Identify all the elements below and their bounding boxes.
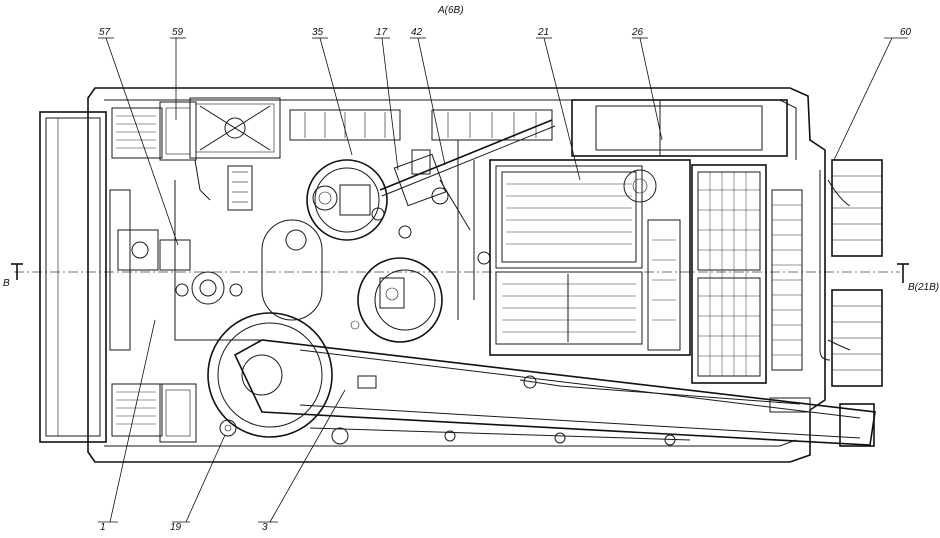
callout-1: 1 [98, 319, 156, 533]
rear-stowage-box [571, 99, 788, 157]
callout-26: 26 [631, 27, 663, 141]
section-mark-right: В(21В) [897, 263, 939, 293]
gunner-hatch [350, 257, 443, 343]
callout-17: 17 [374, 27, 399, 171]
callout-59: 59 [170, 27, 186, 120]
callout-35: 35 [312, 27, 353, 156]
front-mechanisms [109, 159, 260, 351]
driver-hatch-lower [159, 383, 197, 443]
access-panel-cross [189, 97, 281, 159]
svg-text:17: 17 [376, 27, 388, 38]
rear-drum-lower [831, 289, 883, 387]
svg-text:В(21В): В(21В) [908, 282, 939, 293]
side-suspension-lower [309, 427, 691, 446]
svg-text:19: 19 [170, 522, 182, 533]
exhaust-grille [771, 189, 803, 371]
radiator-grille [691, 164, 767, 384]
front-blade [39, 111, 107, 443]
machine-gun [379, 119, 556, 239]
front-grille-lower [111, 383, 163, 437]
svg-text:60: 60 [900, 27, 912, 38]
side-bracket [261, 219, 323, 321]
rear-drum-upper [831, 159, 883, 257]
callout-42: 42 [410, 27, 446, 166]
svg-text:1: 1 [100, 522, 106, 533]
svg-text:21: 21 [537, 27, 549, 38]
callout-21: 21 [536, 27, 581, 181]
svg-text:42: 42 [411, 27, 423, 38]
view-label-top: А(6В) [437, 5, 464, 16]
svg-text:В: В [3, 278, 10, 289]
rear-pipes [819, 170, 851, 361]
svg-text:57: 57 [99, 27, 111, 38]
front-grille-upper [111, 107, 163, 159]
svg-text:3: 3 [262, 522, 268, 533]
mid-vertical-tubes [457, 140, 491, 320]
svg-text:59: 59 [172, 27, 184, 38]
top-storage-rack [289, 109, 553, 141]
callout-60: 60 [833, 27, 912, 161]
svg-text:26: 26 [631, 27, 644, 38]
callout-19: 19 [170, 434, 226, 533]
svg-text:35: 35 [312, 27, 324, 38]
section-mark-left: В [3, 263, 23, 289]
callout-57: 57 [98, 27, 179, 246]
crane-turntable [207, 312, 333, 438]
crane-boom [233, 339, 876, 447]
engine-deck [489, 159, 691, 356]
commander-cupola [306, 159, 388, 241]
callout-3: 3 [258, 389, 346, 533]
driver-hatch-upper [159, 101, 197, 161]
